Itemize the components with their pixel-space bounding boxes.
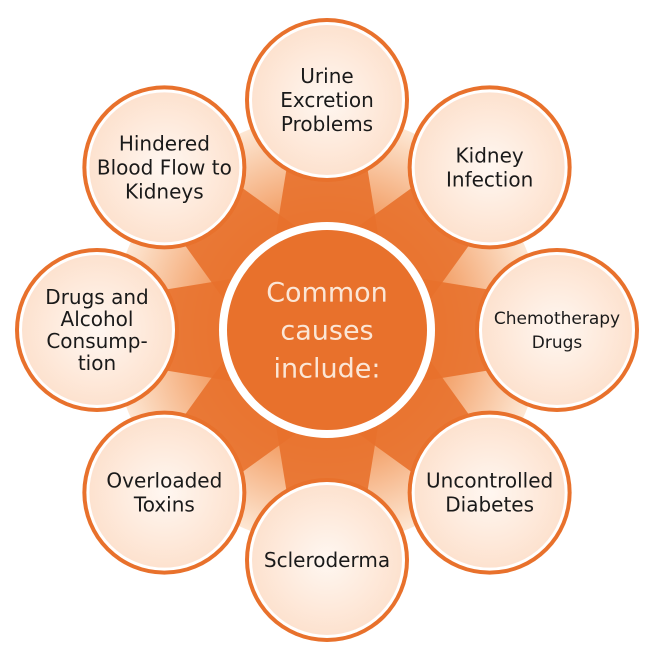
petal-label-scleroderma: Scleroderma xyxy=(264,548,390,572)
petal-label-line: Hindered xyxy=(119,131,210,155)
connector-drugs-and-alcohol-consumption xyxy=(163,278,237,382)
petal-circle xyxy=(482,255,632,405)
petal-label-line: Toxins xyxy=(133,493,195,517)
connector-scleroderma xyxy=(275,420,379,494)
petal-circle xyxy=(252,485,402,635)
petal-label-line: Drugs and xyxy=(45,285,148,309)
hub-title-line: include: xyxy=(274,353,381,384)
petal-circle xyxy=(414,417,565,568)
petal-label-line: Excretion xyxy=(280,88,374,112)
petal-label-line: Chemotherapy xyxy=(494,309,620,329)
petal-circle xyxy=(414,92,565,243)
petal-label-line: Uncontrolled xyxy=(426,469,553,493)
petal-label-line: Alcohol xyxy=(61,307,134,331)
connector-urine-excretion-problems xyxy=(275,166,379,240)
hub-title: Common causes include: xyxy=(266,277,388,384)
hub-title-line: Common xyxy=(266,277,388,308)
petal-label-line: Overloaded xyxy=(106,469,222,493)
petal-label-line: Scleroderma xyxy=(264,548,390,572)
petal-label-line: Diabetes xyxy=(445,493,534,517)
petal-label-line: Infection xyxy=(446,167,533,191)
petal-label-line: Kidney xyxy=(456,143,524,167)
petal-label-line: Urine xyxy=(300,64,353,88)
petal-circle xyxy=(89,92,240,243)
connector-chemotherapy-drugs xyxy=(417,278,491,382)
petal-label-line: Kidneys xyxy=(125,179,204,203)
center-hub: Common causes include: xyxy=(219,222,435,438)
petal-circle xyxy=(89,417,240,568)
petal-label-line: tion xyxy=(78,351,116,375)
petal-circle xyxy=(22,255,172,405)
petal-scleroderma: Scleroderma xyxy=(245,478,409,642)
petal-label-line: Blood Flow to xyxy=(97,155,232,179)
petal-circle xyxy=(252,25,402,175)
petal-label-line: Problems xyxy=(281,112,373,136)
petal-label-line: Drugs xyxy=(532,333,583,353)
hub-circle xyxy=(227,230,427,430)
petal-label-line: Consump- xyxy=(46,329,147,353)
hub-title-line: causes xyxy=(280,315,373,346)
